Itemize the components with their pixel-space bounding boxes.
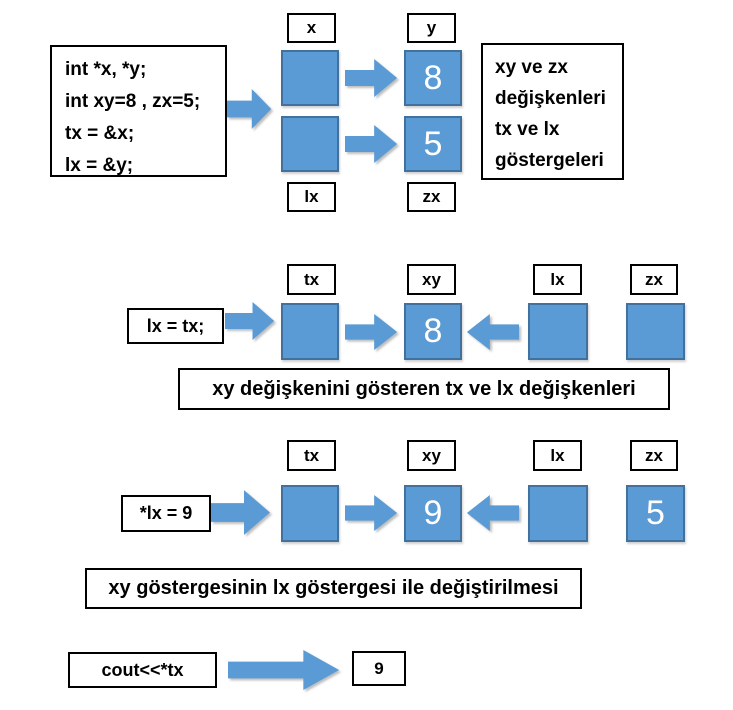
square-xy-2: 8 [404,303,462,360]
var-label-lx-3: lx [533,440,582,471]
result-value: 9 [374,658,384,678]
square-xy-2-value: 8 [423,312,443,350]
statement-box-2: lx = tx; [127,308,224,344]
square-xy-3: 9 [404,485,462,542]
statement-3-text: *lx = 9 [139,503,193,523]
note-line-1: xy ve zx [495,57,568,78]
result-box: 9 [352,651,406,686]
var-label-y: y [407,13,456,43]
square-zx-3-value: 5 [646,494,665,532]
square-tx-2 [281,303,339,360]
arrow-right-icon [228,650,340,690]
note-line-4: göstergeleri [495,150,604,171]
square-xy-3-value: 9 [423,494,443,532]
statement-2-text: lx = tx; [146,315,205,336]
var-label-x: x [287,13,336,43]
code-line-3: tx = &x; [65,123,135,144]
note-line-3: tx ve lx [495,119,560,140]
var-label-xy-3: xy [407,440,456,471]
var-label-lx-2: lx [533,264,582,295]
square-tx-3 [281,485,339,542]
var-label-zx-2: zx [630,264,678,295]
var-label-tx-2: tx [287,264,336,295]
var-label-lx-3-text: lx [550,445,565,465]
note-box: xy ve zx değişkenleri tx ve lx göstergel… [481,43,624,180]
var-label-x-text: x [306,18,317,37]
square-lx [281,116,339,172]
square-zx: 5 [404,116,462,172]
square-lx-3 [528,485,588,542]
var-label-zx: zx [407,182,456,212]
var-label-tx-3: tx [287,440,336,471]
arrow-left-icon [466,494,519,532]
var-label-zx-text: zx [422,187,441,206]
var-label-lx: lx [287,182,336,212]
statement-box-4: cout<<*tx [68,652,217,688]
square-zx-3: 5 [626,485,685,542]
note-line-2: değişkenleri [495,88,606,109]
arrow-right-icon [345,59,398,97]
square-y-value: 8 [423,58,443,97]
square-zx-2 [626,303,685,360]
var-label-xy-3-text: xy [422,445,441,465]
square-x [281,50,339,106]
square-lx-2 [528,303,588,360]
square-y: 8 [404,50,462,106]
code-line-4: lx = &y; [65,155,134,176]
caption-3-text: xy göstergesinin lx göstergesi ile değiş… [108,577,559,599]
var-label-zx-3-text: zx [645,445,663,465]
var-label-zx-3: zx [630,440,678,471]
var-label-zx-2-text: zx [645,269,663,289]
var-label-y-text: y [426,18,437,37]
var-label-xy-2: xy [407,264,456,295]
var-label-lx-text: lx [304,187,319,206]
arrow-right-icon [345,125,398,163]
arrow-right-icon [345,313,398,351]
var-label-xy-2-text: xy [422,269,441,289]
arrow-left-icon [466,313,519,351]
caption-box-2: xy değişkenini gösteren tx ve lx değişke… [178,368,670,410]
square-zx-value: 5 [423,124,443,163]
var-label-lx-2-text: lx [550,269,565,289]
caption-box-3: xy göstergesinin lx göstergesi ile değiş… [85,568,582,609]
code-box: int *x, *y; int xy=8 , zx=5; tx = &x; lx… [50,45,227,177]
caption-2-text: xy değişkenini gösteren tx ve lx değişke… [212,377,636,400]
arrow-right-icon [225,302,275,340]
arrow-right-icon [345,494,398,532]
arrow-right-icon [211,490,270,535]
code-line-1: int *x, *y; [65,59,147,80]
statement-box-3: *lx = 9 [121,495,211,532]
statement-4-text: cout<<*tx [101,659,184,680]
arrow-right-icon [227,89,272,129]
var-label-tx-3-text: tx [303,445,320,465]
code-line-2: int xy=8 , zx=5; [65,91,201,112]
var-label-tx-2-text: tx [303,269,320,289]
